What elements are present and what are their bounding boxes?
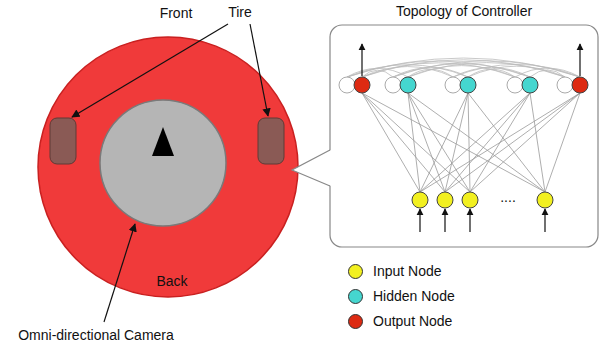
part-label: Omni-directional Camera xyxy=(18,328,174,343)
weight-link xyxy=(420,93,580,192)
legend-swatch xyxy=(348,314,363,329)
direction-label: Back xyxy=(156,274,187,289)
weight-link xyxy=(470,93,530,192)
legend-text: Hidden Node xyxy=(373,288,455,304)
legend-entry: Hidden Node xyxy=(348,288,455,304)
weight-link xyxy=(445,93,580,192)
network-node xyxy=(460,77,476,93)
tire xyxy=(50,118,76,164)
recurrent-link xyxy=(347,65,468,77)
context-node xyxy=(507,77,523,93)
legend-swatch xyxy=(348,264,363,279)
callout-pointer xyxy=(292,150,331,186)
legend-entry: Output Node xyxy=(348,313,452,329)
network-node xyxy=(400,77,416,93)
output-arrow xyxy=(579,44,580,76)
input-node xyxy=(412,192,428,208)
output-arrow xyxy=(361,44,362,76)
weight-link xyxy=(408,93,470,192)
callout-box xyxy=(330,25,598,247)
network xyxy=(339,44,588,232)
input-arrow xyxy=(444,209,445,232)
context-node xyxy=(339,77,355,93)
weight-link xyxy=(468,93,545,192)
legend-swatch xyxy=(348,289,363,304)
input-arrow xyxy=(469,209,470,232)
network-node xyxy=(354,77,370,93)
weight-link xyxy=(545,93,580,192)
ellipsis: .... xyxy=(500,190,516,205)
weight-link xyxy=(420,93,530,192)
network-node xyxy=(572,77,588,93)
input-node xyxy=(537,192,553,208)
recurrent-link xyxy=(408,63,565,77)
camera xyxy=(100,100,226,226)
callout-panel: Topology of Controller xyxy=(330,25,598,247)
input-node xyxy=(437,192,453,208)
heading-triangle xyxy=(152,127,174,156)
panel-heading: Topology of Controller xyxy=(396,4,532,19)
weight-link xyxy=(362,93,545,192)
input-arrow xyxy=(419,209,420,232)
legend-text: Input Node xyxy=(373,263,442,279)
input-arrow xyxy=(544,209,545,232)
callout-pointer xyxy=(292,150,330,186)
legend-text: Output Node xyxy=(373,313,452,329)
recurrent-link xyxy=(347,58,580,77)
weight-link xyxy=(445,93,468,192)
context-node xyxy=(557,77,573,93)
context-node xyxy=(445,77,461,93)
recurrent-link xyxy=(515,68,580,77)
recurrent-link xyxy=(347,68,408,77)
weight-link xyxy=(408,93,420,192)
leader-line xyxy=(104,224,135,322)
weight-link xyxy=(468,93,470,192)
weight-link xyxy=(362,93,420,192)
network-node xyxy=(522,77,538,93)
context-node xyxy=(385,77,401,93)
robot-body xyxy=(38,37,298,297)
weight-link xyxy=(408,93,545,192)
part-label: Tire xyxy=(228,5,252,20)
weight-link xyxy=(530,93,545,192)
tire xyxy=(258,118,284,164)
weight-link xyxy=(362,93,445,192)
legend-entry: Input Node xyxy=(348,263,442,279)
input-node xyxy=(462,192,478,208)
direction-label: Front xyxy=(160,6,193,21)
leader-line xyxy=(250,24,268,116)
recurrent-link xyxy=(453,64,580,77)
recurrent-link xyxy=(393,61,580,77)
leader-line xyxy=(72,24,228,117)
